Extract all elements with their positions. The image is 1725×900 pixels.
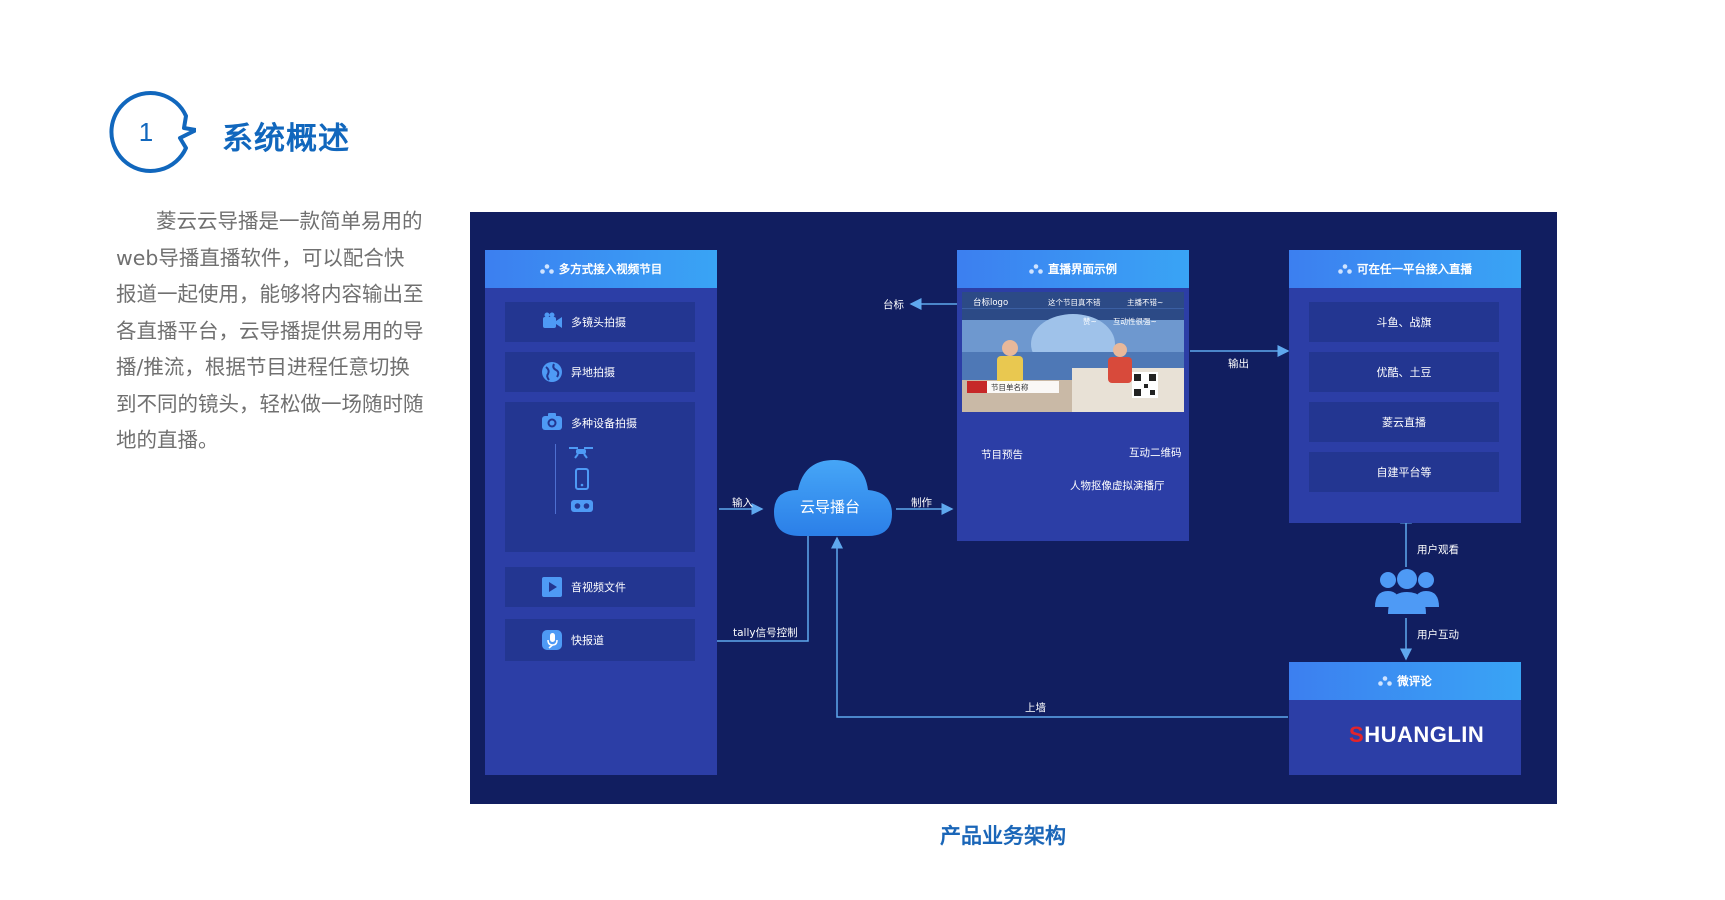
annotation-logo: 台标 xyxy=(883,299,904,311)
annotation-qr: 互动二维码 xyxy=(1129,447,1182,459)
annotation-preview: 节目预告 xyxy=(981,449,1023,461)
middle-panel: 直播界面示例 台标logo 这个节目真不错 主 xyxy=(957,250,1189,541)
nodes-icon xyxy=(1338,264,1352,274)
flow-label-output: 输出 xyxy=(1228,358,1249,370)
cloud-director-icon xyxy=(774,460,892,536)
source-remote: 异地拍摄 xyxy=(505,352,695,392)
section-title: 系统概述 xyxy=(222,121,350,157)
comment-panel-header: 微评论 xyxy=(1289,662,1521,700)
flow-label-tally: tally信号控制 xyxy=(733,627,798,639)
drone-icon xyxy=(569,447,593,459)
video-camera-icon xyxy=(543,312,562,328)
cloud-label: 云导播台 xyxy=(800,498,861,516)
right-panel-header: 可在任一平台接入直播 xyxy=(1289,250,1521,288)
source-label: 异地拍摄 xyxy=(571,366,615,379)
wall-arrow xyxy=(831,536,1288,718)
nodes-icon xyxy=(1029,264,1043,274)
source-devices: 多种设备拍摄 xyxy=(505,402,695,552)
screenshot-banner: 这个节目真不错 xyxy=(1048,298,1101,307)
diagram-caption: 产品业务架构 xyxy=(940,824,1066,848)
shuanglin-logo: SHUANGLIN xyxy=(1349,722,1485,747)
screenshot-lower-third: 节目单名称 xyxy=(991,383,1029,392)
platform-item: 菱云直播 xyxy=(1309,402,1499,442)
play-icon xyxy=(542,577,562,597)
screenshot-tag-left: 赞~ xyxy=(1083,317,1097,326)
platform-item: 优酷、土豆 xyxy=(1309,352,1499,392)
section-number: 1 xyxy=(139,117,153,147)
source-label: 音视频文件 xyxy=(571,581,626,594)
right-panel: 可在任一平台接入直播 斗鱼、战旗 优酷、土豆 菱云直播 自建平台等 xyxy=(1289,250,1521,523)
nodes-icon xyxy=(539,264,554,274)
section-number-badge: 1 xyxy=(109,91,196,173)
right-panel-title: 可在任一平台接入直播 xyxy=(1357,262,1472,276)
vr-headset-icon xyxy=(571,500,593,512)
source-av-file: 音视频文件 xyxy=(505,567,695,607)
nodes-icon xyxy=(1378,676,1393,686)
screenshot-tag-interact: 互动性很强~ xyxy=(1113,317,1157,326)
mic-app-icon xyxy=(542,630,562,650)
left-panel: 多方式接入视频节目 多镜头拍摄 异地拍摄 多种设备拍摄 音视频文件 快报道 xyxy=(485,250,717,775)
live-screenshot: 台标logo 这个节目真不错 主播不错~ 赞~ 互动性很强~ 节目单名称 xyxy=(962,292,1184,412)
flow-label-user-watch: 用户观看 xyxy=(1417,544,1459,556)
platform-item: 斗鱼、战旗 xyxy=(1309,302,1499,342)
flow-label-wall: 上墙 xyxy=(1025,702,1046,714)
globe-icon xyxy=(542,362,562,382)
platform-item: 自建平台等 xyxy=(1309,452,1499,492)
studio-scene xyxy=(962,292,1184,412)
screenshot-tag-right: 主播不错~ xyxy=(1127,298,1164,307)
annotation-virtual: 人物抠像虚拟演播厅 xyxy=(1070,480,1165,492)
left-panel-header: 多方式接入视频节目 xyxy=(485,250,717,288)
source-quick-report: 快报道 xyxy=(505,619,695,661)
camera-icon xyxy=(542,413,562,430)
middle-panel-header: 直播界面示例 xyxy=(957,250,1189,288)
tally-arrow xyxy=(698,535,809,647)
source-label: 多种设备拍摄 xyxy=(571,417,637,430)
screenshot-logo-text: 台标logo xyxy=(973,298,1009,308)
left-panel-title: 多方式接入视频节目 xyxy=(558,262,663,276)
source-label: 多镜头拍摄 xyxy=(571,316,626,329)
intro-paragraph: 菱云云导播是一款简单易用的web导播直播软件，可以配合快报道一起使用，能够将内容… xyxy=(116,209,424,452)
architecture-diagram: 多方式接入视频节目 多镜头拍摄 异地拍摄 多种设备拍摄 音视频文件 快报道 xyxy=(470,212,1557,804)
users-icon xyxy=(1375,569,1439,614)
comment-panel: 微评论 SHUANGLIN xyxy=(1289,662,1521,775)
device-divider xyxy=(555,444,556,514)
flow-label-user-interact: 用户互动 xyxy=(1417,629,1459,641)
comment-panel-title: 微评论 xyxy=(1397,674,1432,688)
flow-label-input: 输入 xyxy=(732,497,753,509)
flow-label-make: 制作 xyxy=(911,497,932,509)
phone-icon xyxy=(575,468,589,490)
middle-panel-title: 直播界面示例 xyxy=(1048,262,1117,276)
source-label: 快报道 xyxy=(571,634,604,647)
source-multi-camera: 多镜头拍摄 xyxy=(505,302,695,342)
